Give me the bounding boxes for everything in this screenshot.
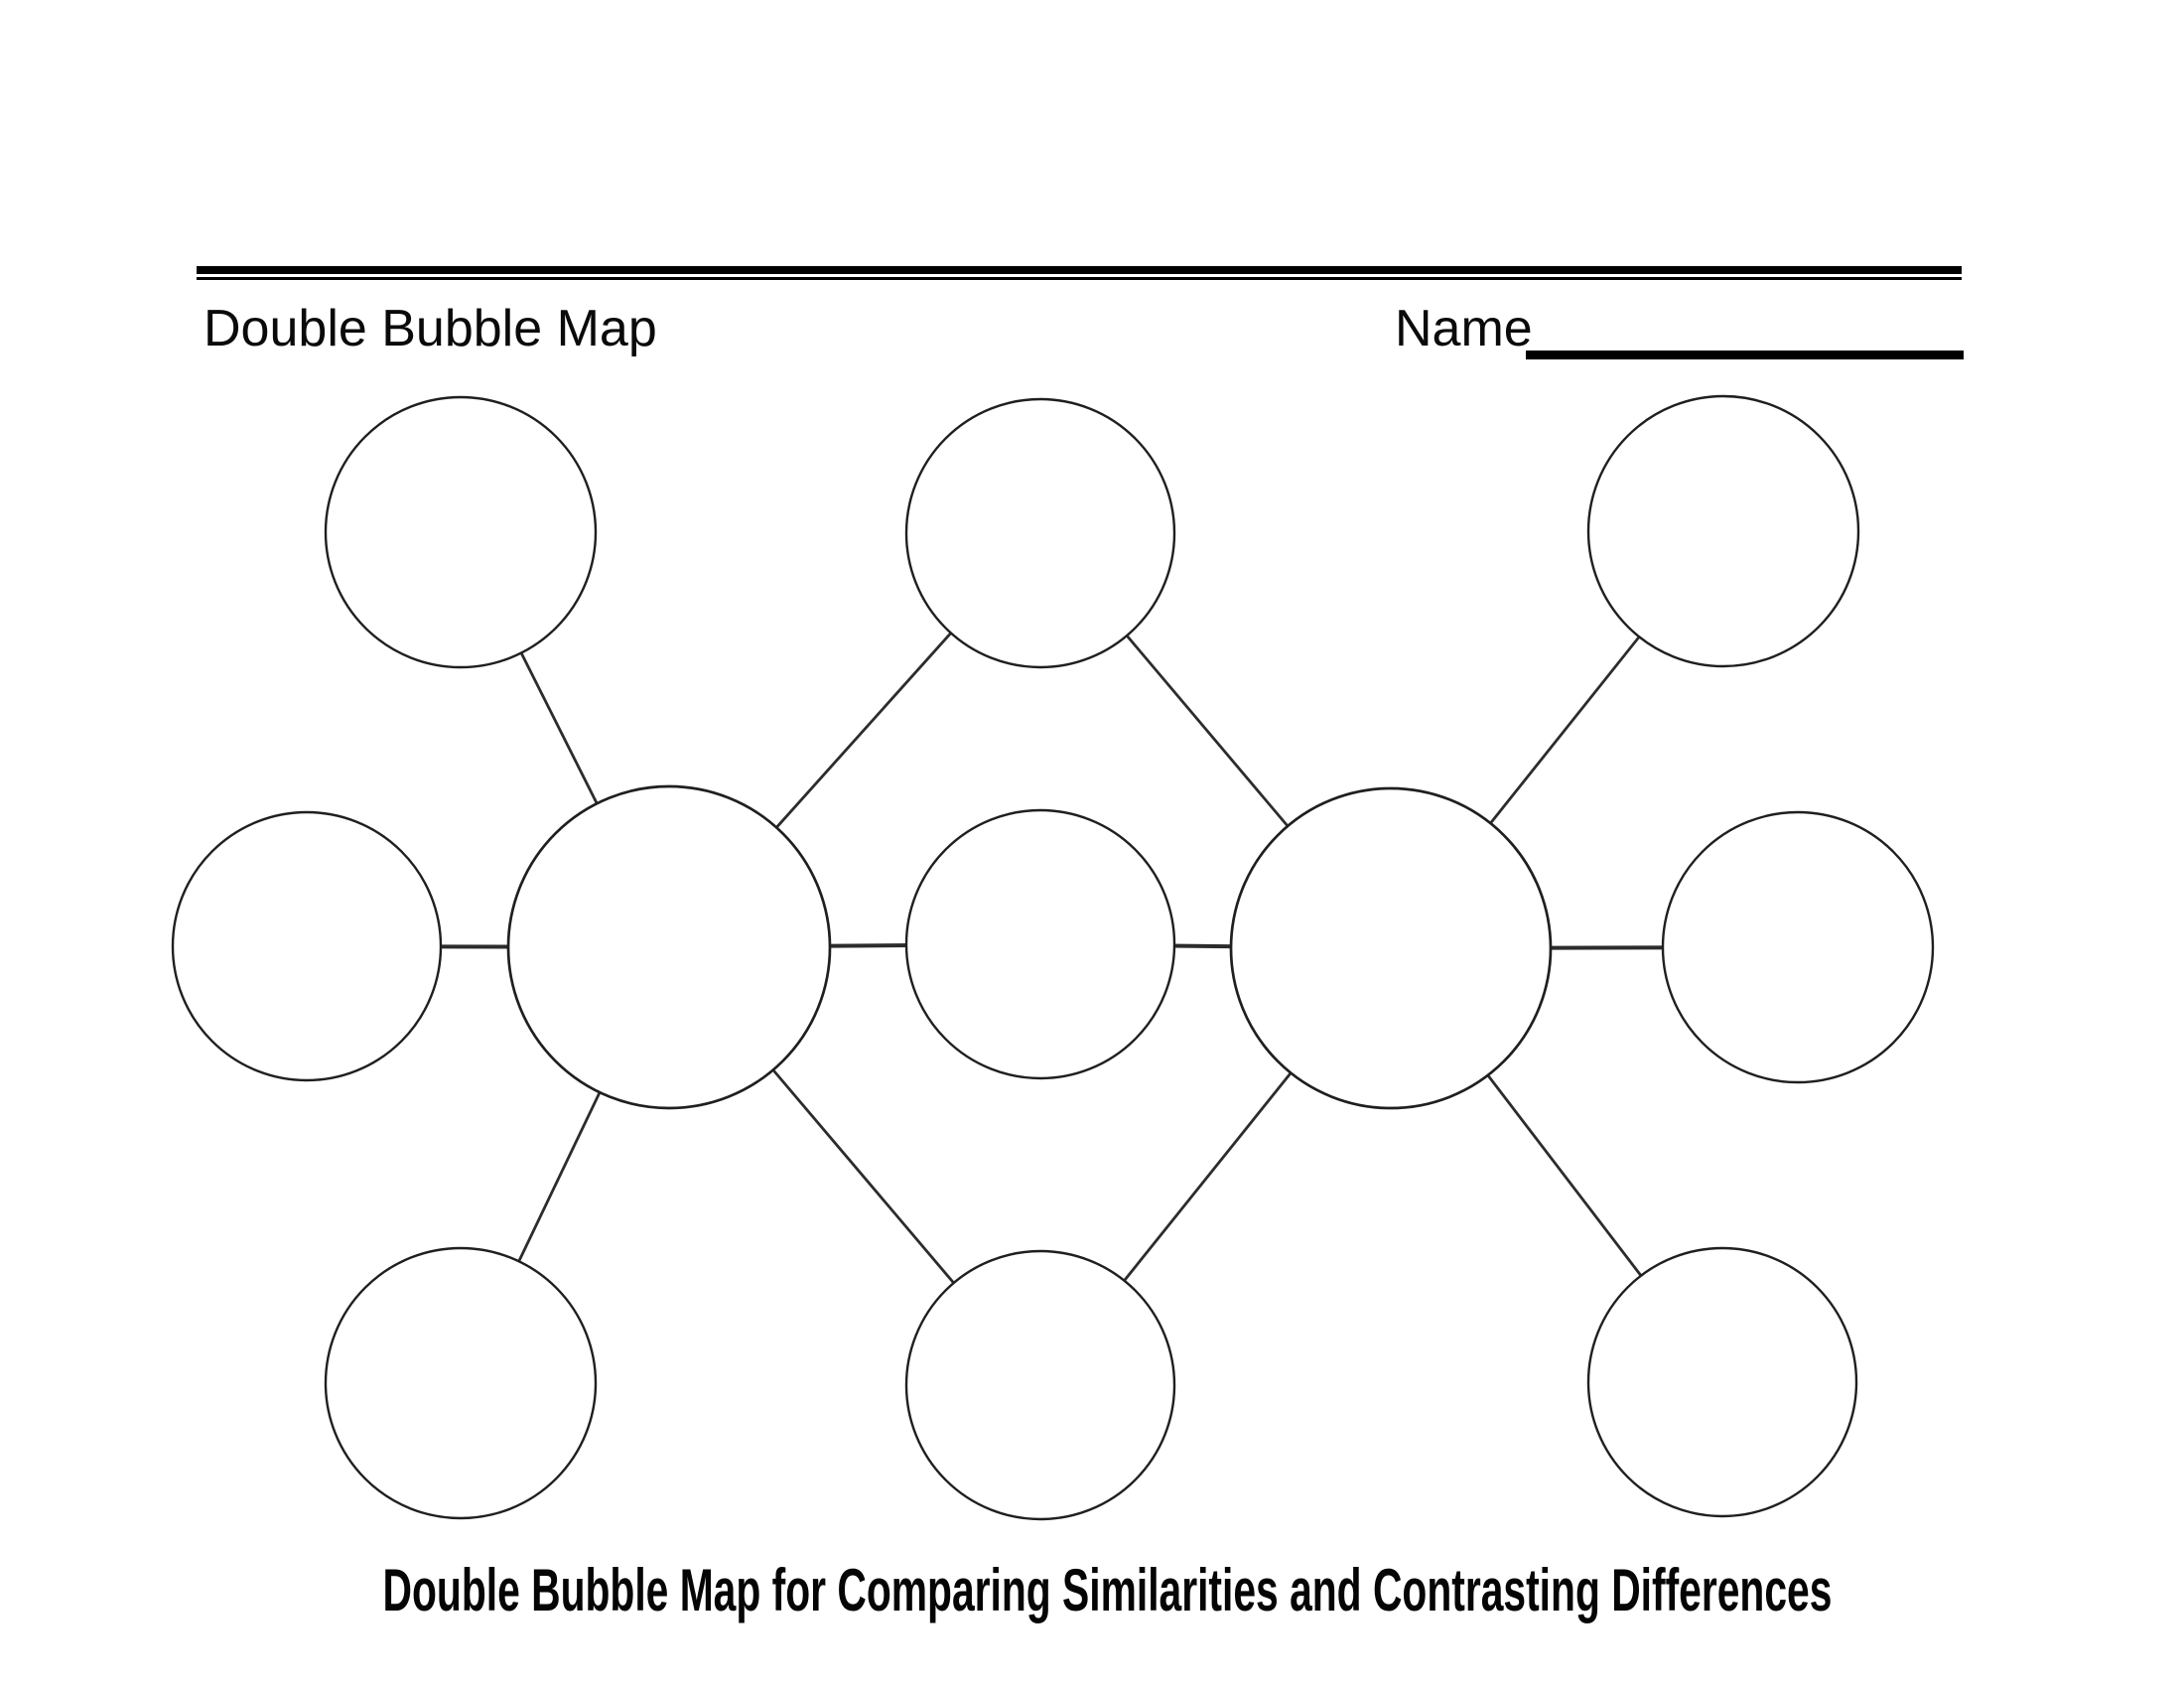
bubble-attribute-bottom-left[interactable] [324, 1246, 598, 1520]
name-fill-line[interactable] [1526, 351, 1964, 359]
caption-text: Double Bubble Map for Comparing Similari… [382, 1557, 1832, 1623]
bubble-similarity-middle[interactable] [904, 808, 1176, 1080]
bubble-similarity-bottom[interactable] [904, 1249, 1176, 1521]
header-rule-thick [197, 266, 1962, 274]
bubble-attribute-bottom-right[interactable] [1586, 1246, 1858, 1518]
bubble-attribute-far-left[interactable] [171, 810, 443, 1082]
header-rule-thin [197, 277, 1962, 280]
bubble-attribute-top-left[interactable] [324, 395, 598, 669]
bubble-similarity-top[interactable] [904, 397, 1176, 669]
bubble-topic-left[interactable] [506, 784, 832, 1110]
caption: Double Bubble Map for Comparing Similari… [15, 1561, 2184, 1620]
bubble-attribute-top-right[interactable] [1586, 394, 1860, 668]
page-title: Double Bubble Map [204, 300, 657, 357]
bubble-attribute-far-right[interactable] [1661, 810, 1935, 1084]
name-label: Name [1395, 300, 1533, 357]
bubble-topic-right[interactable] [1229, 786, 1553, 1110]
